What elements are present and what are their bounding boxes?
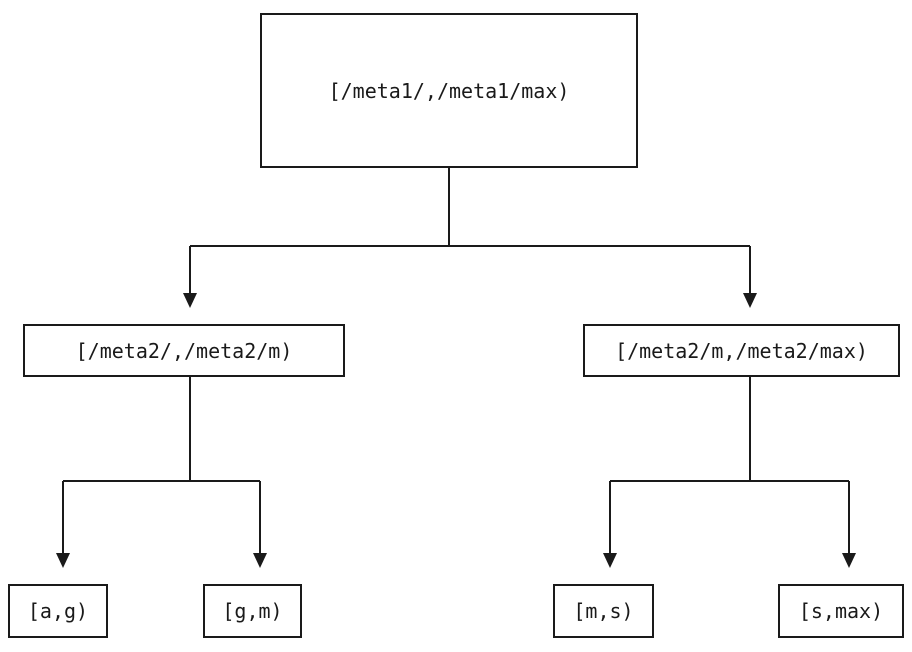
arrowhead-down-icon (603, 553, 617, 568)
tree-node-leaf-gm-label: [g,m) (222, 599, 283, 623)
tree-node-leaf-ag: [a,g) (8, 584, 108, 638)
arrowhead-down-icon (253, 553, 267, 568)
tree-node-leaf-ms-label: [m,s) (573, 599, 634, 623)
tree-node-leaf-ag-label: [a,g) (27, 599, 89, 623)
tree-node-leaf-ms: [m,s) (553, 584, 654, 638)
tree-node-root: [/meta1/,/meta1/max) (260, 13, 638, 168)
edge-root-to-children (189, 168, 751, 294)
arrowhead-down-icon (183, 293, 197, 308)
tree-node-meta2-left: [/meta2/,/meta2/m) (23, 324, 345, 377)
tree-node-root-label: [/meta1/,/meta1/max) (328, 78, 570, 103)
tree-node-leaf-gm: [g,m) (203, 584, 302, 638)
tree-node-meta2-right-label: [/meta2/m,/meta2/max) (615, 338, 868, 363)
tree-node-leaf-smax-label: [s,max) (798, 599, 884, 623)
tree-node-leaf-smax: [s,max) (778, 584, 904, 638)
arrowhead-down-icon (56, 553, 70, 568)
tree-node-meta2-right: [/meta2/m,/meta2/max) (583, 324, 900, 377)
arrowhead-down-icon (743, 293, 757, 308)
edge-meta2-right-to-leaves (609, 377, 850, 553)
edge-meta2-left-to-leaves (62, 377, 261, 553)
tree-node-meta2-left-label: [/meta2/,/meta2/m) (75, 338, 293, 363)
arrowhead-down-icon (842, 553, 856, 568)
